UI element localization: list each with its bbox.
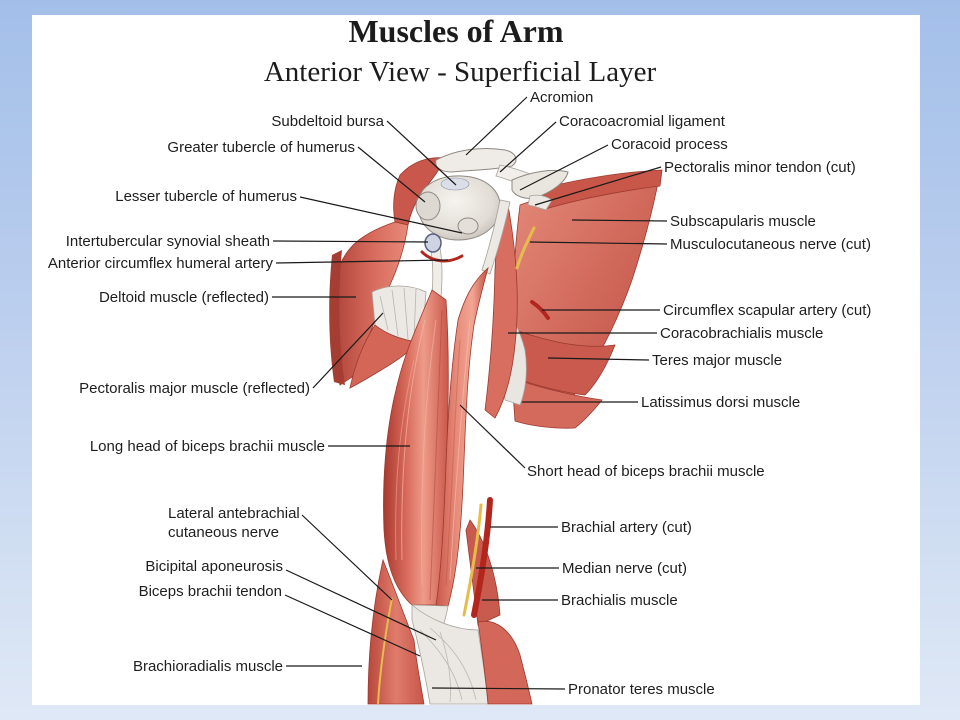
pectoralis-major-muscle-shape bbox=[349, 324, 419, 389]
pectoralis-minor-tendon-shape bbox=[527, 194, 553, 211]
label-latissimus-dorsi: Latissimus dorsi muscle bbox=[641, 394, 800, 411]
label-pectoralis-minor-tendon: Pectoralis minor tendon (cut) bbox=[664, 159, 856, 176]
leader-biceps-tendon bbox=[284, 594, 421, 657]
label-lateral-antebrachial-line1: Lateral antebrachial bbox=[168, 505, 300, 522]
latissimus-dorsi-muscle-shape bbox=[511, 377, 603, 429]
label-teres-major: Teres major muscle bbox=[652, 352, 782, 369]
label-deltoid: Deltoid muscle (reflected) bbox=[99, 289, 269, 306]
label-brachioradialis: Brachioradialis muscle bbox=[133, 658, 283, 675]
acromion-shape bbox=[435, 147, 517, 173]
pectoralis-tendon-striations bbox=[379, 287, 417, 341]
circumflex-scapular-artery-shape bbox=[530, 300, 550, 320]
leader-anterior-circumflex-artery bbox=[275, 259, 449, 264]
deltoid-underside-shape bbox=[329, 250, 345, 385]
leader-lateral-antebrachial-nerve bbox=[301, 514, 393, 601]
leader-pectoralis-minor-tendon bbox=[534, 166, 662, 206]
leader-greater-tubercle bbox=[357, 146, 426, 203]
label-biceps-tendon: Biceps brachii tendon bbox=[139, 583, 282, 600]
label-acromion: Acromion bbox=[530, 89, 593, 106]
leader-acromion bbox=[465, 96, 528, 156]
arm-illustration bbox=[329, 147, 663, 705]
deltoid-reflected-shape bbox=[333, 221, 409, 386]
label-pronator-teres: Pronator teres muscle bbox=[568, 681, 715, 698]
leader-subscapularis bbox=[571, 219, 668, 222]
label-coracobrachialis: Coracobrachialis muscle bbox=[660, 325, 823, 342]
label-lesser-tubercle: Lesser tubercle of humerus bbox=[115, 188, 297, 205]
pectoralis-minor-band-shape bbox=[534, 169, 663, 210]
leader-bicipital-aponeurosis bbox=[285, 569, 437, 641]
aponeurosis-striations bbox=[419, 627, 477, 703]
musculocutaneous-nerve-shape bbox=[515, 226, 536, 270]
label-subdeltoid-bursa: Subdeltoid bursa bbox=[271, 113, 384, 130]
leader-musculocutaneous-nerve bbox=[529, 241, 668, 245]
coracobrachialis-muscle-shape bbox=[484, 203, 518, 419]
short-head-tendon-shape bbox=[481, 199, 511, 275]
biceps-fiber-lines bbox=[395, 309, 471, 601]
labels-left: Subdeltoid bursa Greater tubercle of hum… bbox=[48, 113, 385, 675]
leader-pronator-teres bbox=[431, 687, 566, 690]
leader-teres-major bbox=[547, 357, 650, 361]
label-median-nerve: Median nerve (cut) bbox=[562, 560, 687, 577]
lesser-tubercle-shape bbox=[457, 217, 479, 235]
label-short-head-biceps: Short head of biceps brachii muscle bbox=[527, 463, 765, 480]
leader-lesser-tubercle bbox=[299, 196, 463, 234]
pronator-teres-muscle-shape bbox=[477, 620, 533, 705]
label-anterior-circumflex-artery: Anterior circumflex humeral artery bbox=[48, 255, 274, 272]
intertubercular-sheath-shape bbox=[424, 233, 442, 253]
label-circumflex-scapular-artery: Circumflex scapular artery (cut) bbox=[663, 302, 871, 319]
leader-subdeltoid-bursa bbox=[386, 120, 457, 186]
teres-major-muscle-shape bbox=[514, 329, 616, 396]
leader-lines bbox=[272, 96, 668, 690]
greater-tubercle-shape bbox=[415, 191, 441, 221]
label-coracoid-process: Coracoid process bbox=[611, 136, 728, 153]
label-lateral-antebrachial-line2: cutaneous nerve bbox=[168, 524, 279, 541]
label-long-head-biceps: Long head of biceps brachii muscle bbox=[90, 438, 325, 455]
labels-right: Acromion Coracoacromial ligament Coracoi… bbox=[527, 89, 871, 698]
page-subtitle: Anterior View - Superficial Layer bbox=[264, 56, 657, 88]
label-greater-tubercle: Greater tubercle of humerus bbox=[167, 139, 355, 156]
leader-coracoacromial-ligament bbox=[499, 121, 557, 173]
brachial-artery-shape bbox=[471, 497, 493, 618]
label-coracoacromial-ligament: Coracoacromial ligament bbox=[559, 113, 726, 130]
page-title: Muscles of Arm bbox=[348, 13, 563, 49]
label-intertubercular-sheath: Intertubercular synovial sheath bbox=[66, 233, 270, 250]
coracoid-process-shape bbox=[511, 169, 569, 199]
bicipital-aponeurosis-shape bbox=[411, 604, 489, 705]
leader-intertubercular-sheath bbox=[272, 240, 429, 243]
median-nerve-shape bbox=[462, 503, 483, 617]
lateral-antebrachial-nerve-shape bbox=[377, 597, 393, 705]
leader-pectoralis-major bbox=[312, 312, 384, 389]
label-musculocutaneous-nerve: Musculocutaneous nerve (cut) bbox=[670, 236, 871, 253]
label-brachialis: Brachialis muscle bbox=[561, 592, 678, 609]
anterior-circumflex-artery-shape bbox=[420, 250, 464, 263]
leader-short-head-biceps bbox=[459, 404, 526, 469]
label-bicipital-aponeurosis: Bicipital aponeurosis bbox=[145, 558, 283, 575]
leader-coracoid-process bbox=[519, 144, 609, 191]
label-subscapularis: Subscapularis muscle bbox=[670, 213, 816, 230]
label-pectoralis-major: Pectoralis major muscle (reflected) bbox=[79, 380, 310, 397]
label-brachial-artery: Brachial artery (cut) bbox=[561, 519, 692, 536]
